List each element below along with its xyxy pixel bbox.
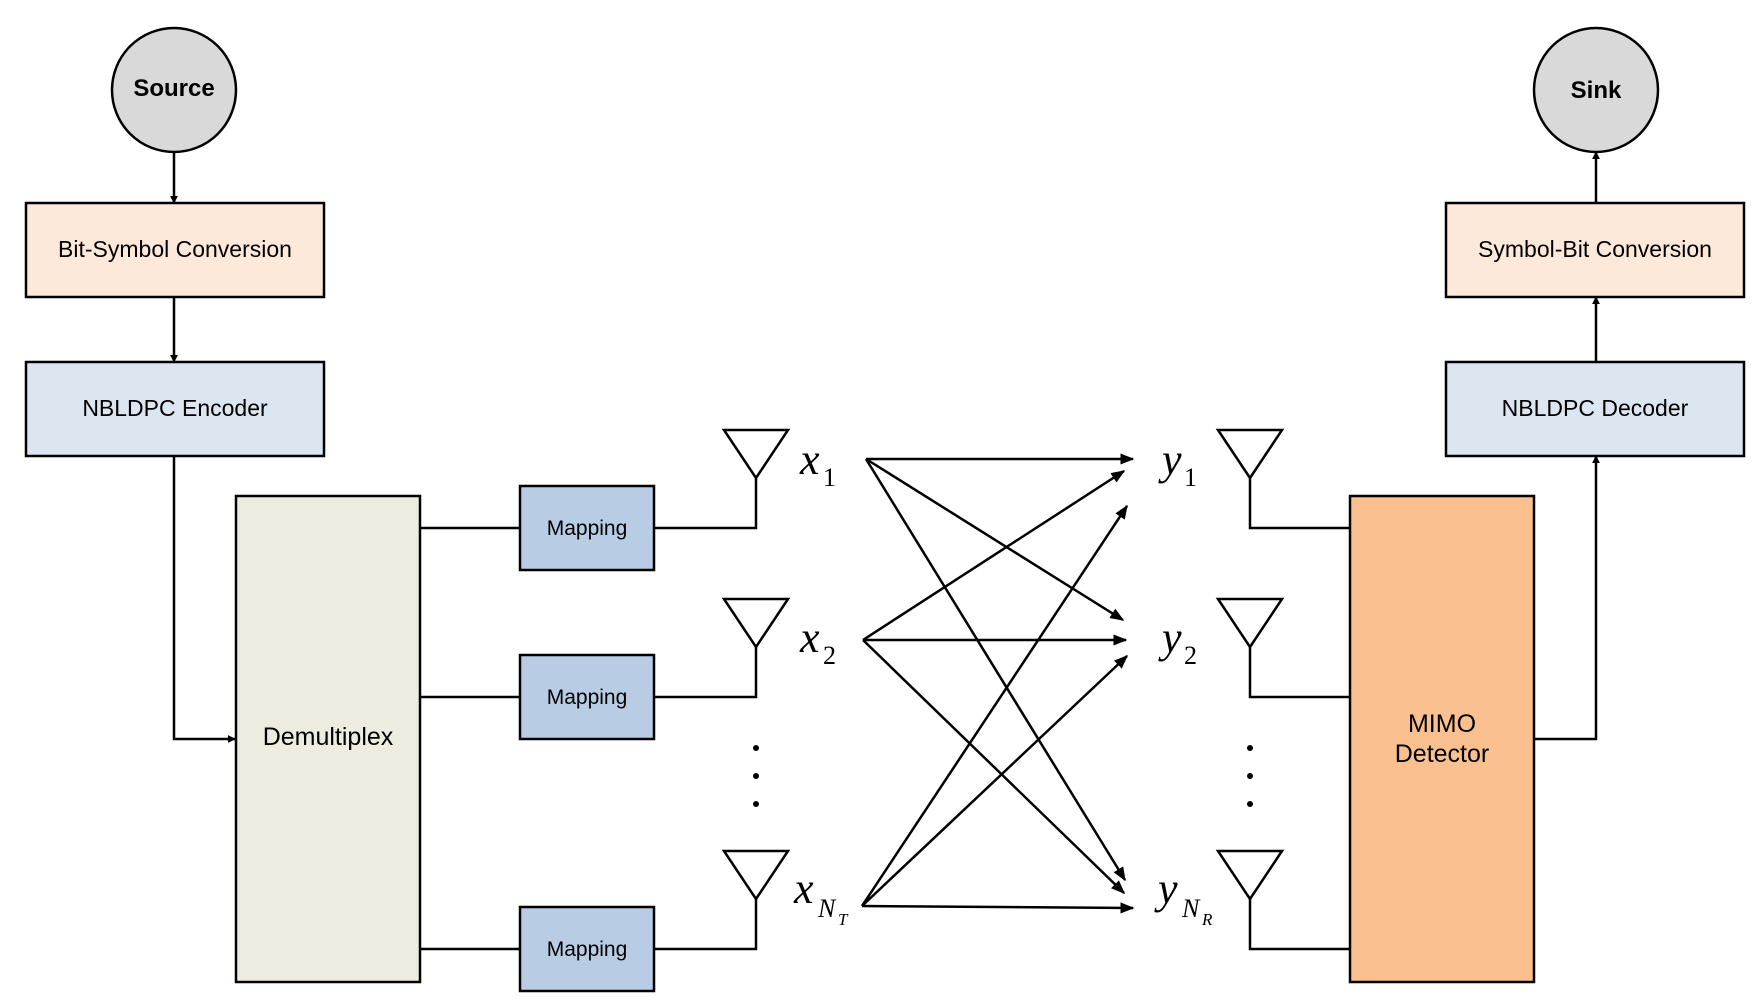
link-x1-yN	[864, 458, 1127, 882]
x1-sub: 1	[823, 463, 836, 492]
antenna3-to-detector-line	[1248, 899, 1350, 951]
tx-ellipsis	[753, 745, 759, 807]
mapping-2-label: Mapping	[547, 686, 628, 709]
rx-symbol-yN: y N R	[1154, 864, 1213, 929]
tx-symbol-x1: x 1	[799, 435, 836, 492]
link-x2-yN	[862, 639, 1126, 894]
x1-base: x	[799, 435, 820, 484]
demultiplex-label: Demultiplex	[263, 723, 394, 751]
bit-symbol-conversion-block: Bit-Symbol Conversion	[24, 201, 326, 299]
detector-label-line2: Detector	[1395, 740, 1489, 768]
rx-antenna-icon-2	[1215, 597, 1285, 650]
source-label: Source	[133, 75, 214, 102]
y2-base: y	[1158, 613, 1182, 662]
encoder-to-demux-arrow	[172, 456, 236, 743]
sink-label: Sink	[1571, 77, 1622, 104]
yN-subsub: R	[1201, 910, 1213, 929]
symbol-bit-label: Symbol-Bit Conversion	[1478, 236, 1712, 262]
rx-antenna-icon-3	[1215, 849, 1285, 902]
y1-sub: 1	[1184, 463, 1197, 492]
demultiplex-block: Demultiplex	[234, 494, 422, 984]
antenna2-to-detector-line	[1248, 647, 1350, 699]
link-xN-y2	[861, 655, 1129, 907]
x2-sub: 2	[823, 641, 836, 670]
encoder-label: NBLDPC Encoder	[82, 395, 268, 421]
yN-sub: N	[1181, 894, 1201, 923]
xN-subsub: T	[838, 910, 849, 929]
link-x1-y2	[865, 457, 1125, 622]
x2-base: x	[799, 613, 820, 662]
link-xN-yN	[861, 902, 1135, 914]
antenna1-to-detector-line	[1248, 478, 1350, 530]
tx-antenna-icon-1	[721, 428, 791, 481]
tx-antenna-icon-2	[721, 597, 791, 650]
nbldpc-encoder-block: NBLDPC Encoder	[24, 360, 326, 458]
symbol-bit-conversion-block: Symbol-Bit Conversion	[1444, 201, 1746, 299]
decoder-label: NBLDPC Decoder	[1502, 395, 1689, 421]
xN-sub: N	[817, 894, 837, 923]
sink-node: Sink	[1532, 26, 1660, 154]
nbldpc-decoder-block: NBLDPC Decoder	[1444, 360, 1746, 458]
sink-circle	[1532, 26, 1660, 154]
mapping3-to-antenna-line	[654, 899, 758, 951]
xN-base: x	[793, 864, 814, 913]
rx-symbol-y1: y 1	[1158, 435, 1197, 492]
link-x2-y1	[862, 469, 1126, 642]
channel-links	[860, 453, 1135, 914]
mapping-block-3: Mapping	[518, 905, 656, 993]
tx-symbol-xN: x N T	[793, 864, 849, 929]
tx-antenna-icon-3	[721, 849, 791, 902]
rx-symbol-y2: y 2	[1158, 613, 1197, 670]
y2-sub: 2	[1184, 641, 1197, 670]
source-node: Source	[110, 26, 238, 154]
mapping-block-1: Mapping	[518, 484, 656, 572]
bit-symbol-label: Bit-Symbol Conversion	[58, 236, 292, 262]
mapping-3-label: Mapping	[547, 938, 628, 961]
y1-base: y	[1158, 435, 1182, 484]
rx-ellipsis	[1247, 745, 1253, 807]
rx-antenna-icon-1	[1215, 428, 1285, 481]
mapping2-to-antenna-line	[654, 647, 758, 699]
tx-symbol-x2: x 2	[799, 613, 836, 670]
mapping-1-label: Mapping	[547, 517, 628, 540]
mapping-block-2: Mapping	[518, 653, 656, 741]
mapping1-to-antenna-line	[654, 478, 758, 530]
link-xN-y1	[860, 504, 1129, 907]
detector-label-line1: MIMO	[1408, 710, 1476, 738]
mimo-detector-block: MIMO Detector	[1348, 494, 1536, 984]
detector-to-decoder-arrow	[1534, 455, 1600, 741]
yN-base: y	[1154, 864, 1178, 913]
